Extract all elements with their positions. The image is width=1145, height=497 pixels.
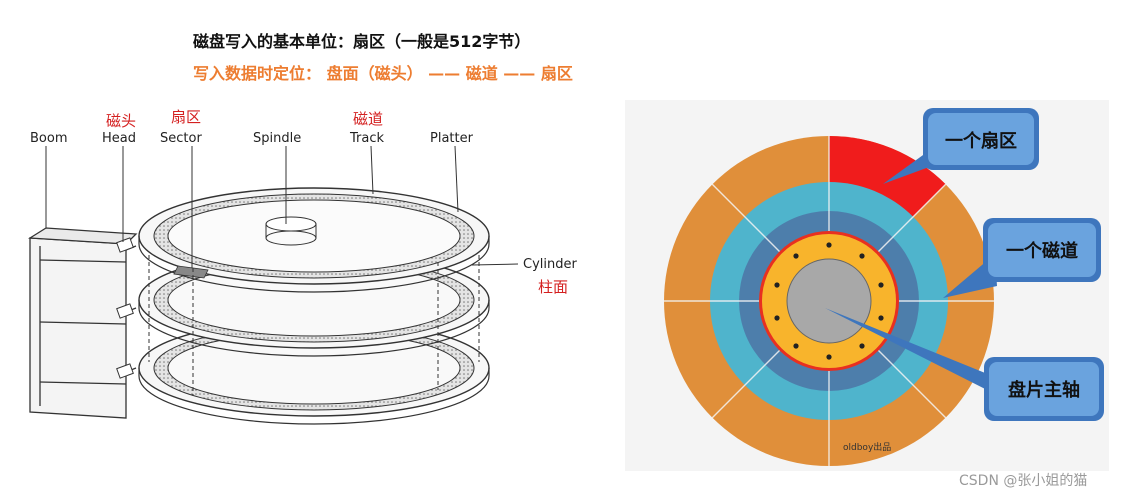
label-track-cn: 磁道 bbox=[353, 110, 383, 128]
label-spindle: Spindle bbox=[253, 131, 301, 146]
label-cylinder-cn: 柱面 bbox=[538, 278, 568, 296]
spindle-callout-pointer bbox=[825, 308, 999, 396]
label-track: Track bbox=[349, 131, 384, 146]
callout-track: 一个磁道 bbox=[983, 218, 1101, 282]
callout-sector: 一个扇区 bbox=[923, 108, 1039, 170]
callout-spindle: 盘片主轴 bbox=[984, 357, 1104, 421]
callout-sector-label: 一个扇区 bbox=[945, 130, 1017, 152]
boom-assembly bbox=[27, 227, 138, 419]
csdn-watermark: CSDN @张小姐的猫 bbox=[959, 473, 1088, 489]
platter-topview-diagram: 一个扇区 一个磁道 盘片主轴 oldboy出品 bbox=[625, 100, 1109, 471]
leader-lines bbox=[45, 145, 519, 268]
label-head: Head bbox=[102, 131, 136, 146]
spindle bbox=[265, 216, 317, 246]
disk-structure-diagram: Boom Head Sector Spindle Track Platter C… bbox=[18, 100, 613, 430]
label-platter: Platter bbox=[430, 131, 474, 146]
label-cylinder: Cylinder bbox=[523, 257, 577, 272]
label-sector-cn: 扇区 bbox=[171, 108, 201, 126]
title-locate-data: 写入数据时定位： 盘面（磁头） —— 磁道 —— 扇区 bbox=[193, 64, 573, 83]
label-head-cn: 磁头 bbox=[106, 112, 136, 130]
bolt-holes bbox=[774, 242, 884, 360]
label-boom: Boom bbox=[30, 131, 68, 146]
spindle-core bbox=[786, 258, 872, 344]
platter-bottom bbox=[138, 319, 490, 425]
callout-track-label: 一个磁道 bbox=[1006, 240, 1078, 262]
read-heads bbox=[116, 237, 134, 379]
diagram-credit: oldboy出品 bbox=[843, 441, 891, 453]
label-sector: Sector bbox=[160, 131, 202, 146]
cylinder-outline bbox=[148, 255, 480, 396]
callout-spindle-label: 盘片主轴 bbox=[1008, 379, 1080, 401]
title-basic-unit: 磁盘写入的基本单位：扇区（一般是512字节） bbox=[193, 32, 531, 51]
